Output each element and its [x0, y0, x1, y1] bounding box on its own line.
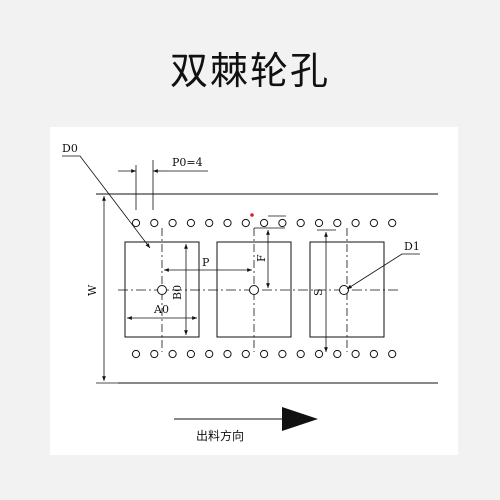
- top-sprocket-hole: [260, 218, 269, 228]
- pocket-hole-1: [157, 285, 167, 295]
- top-sprocket-hole: [223, 218, 232, 228]
- bottom-sprocket-hole: [241, 349, 250, 359]
- page-title: 双棘轮孔: [169, 49, 330, 93]
- bottom-sprocket-hole: [333, 349, 342, 359]
- label-p: P: [202, 256, 210, 269]
- top-sprocket-hole: [168, 218, 177, 228]
- top-sprocket-hole: [314, 218, 324, 228]
- top-sprocket-hole: [278, 218, 287, 228]
- top-sprocket-hole: [241, 218, 250, 228]
- direction-label: 出料方向: [196, 428, 244, 443]
- direction-arrowhead: [282, 407, 318, 431]
- top-sprocket-hole: [369, 218, 378, 228]
- bottom-sprocket-hole: [278, 349, 287, 359]
- label-s: S: [312, 288, 325, 296]
- top-sprocket-hole: [388, 218, 397, 228]
- pocket-hole-3: [339, 285, 349, 295]
- top-sprocket-hole: [296, 218, 305, 228]
- bottom-sprocket-holes: [131, 349, 397, 359]
- accent-dot: [250, 213, 254, 217]
- bottom-sprocket-hole: [314, 349, 324, 359]
- bottom-sprocket-hole: [150, 349, 159, 359]
- label-w: W: [86, 284, 99, 296]
- label-d0: D0: [62, 142, 78, 155]
- label-b0: B0: [171, 285, 184, 300]
- d0-leader: [62, 155, 151, 249]
- label-f: F: [255, 254, 268, 262]
- top-sprocket-hole: [186, 218, 195, 228]
- top-sprocket-hole: [131, 218, 141, 228]
- label-d1: D1: [404, 240, 420, 253]
- pocket-hole-2: [249, 285, 259, 295]
- top-sprocket-hole: [205, 218, 214, 228]
- bottom-sprocket-hole: [186, 349, 195, 359]
- top-sprocket-holes: [131, 218, 397, 228]
- top-sprocket-hole: [150, 218, 159, 228]
- bottom-sprocket-hole: [296, 349, 305, 359]
- label-a0: A0: [153, 303, 169, 316]
- bottom-sprocket-hole: [168, 349, 177, 359]
- bottom-sprocket-hole: [205, 349, 214, 359]
- bottom-sprocket-hole: [369, 349, 378, 359]
- bottom-sprocket-hole: [223, 349, 232, 359]
- label-p0: P0=4: [172, 156, 203, 169]
- top-sprocket-hole: [351, 218, 360, 228]
- bottom-sprocket-hole: [260, 349, 269, 359]
- bottom-sprocket-hole: [131, 349, 141, 359]
- top-sprocket-hole: [333, 218, 342, 228]
- d1-leader: [346, 253, 420, 290]
- bottom-sprocket-hole: [388, 349, 397, 359]
- bottom-sprocket-hole: [351, 349, 360, 359]
